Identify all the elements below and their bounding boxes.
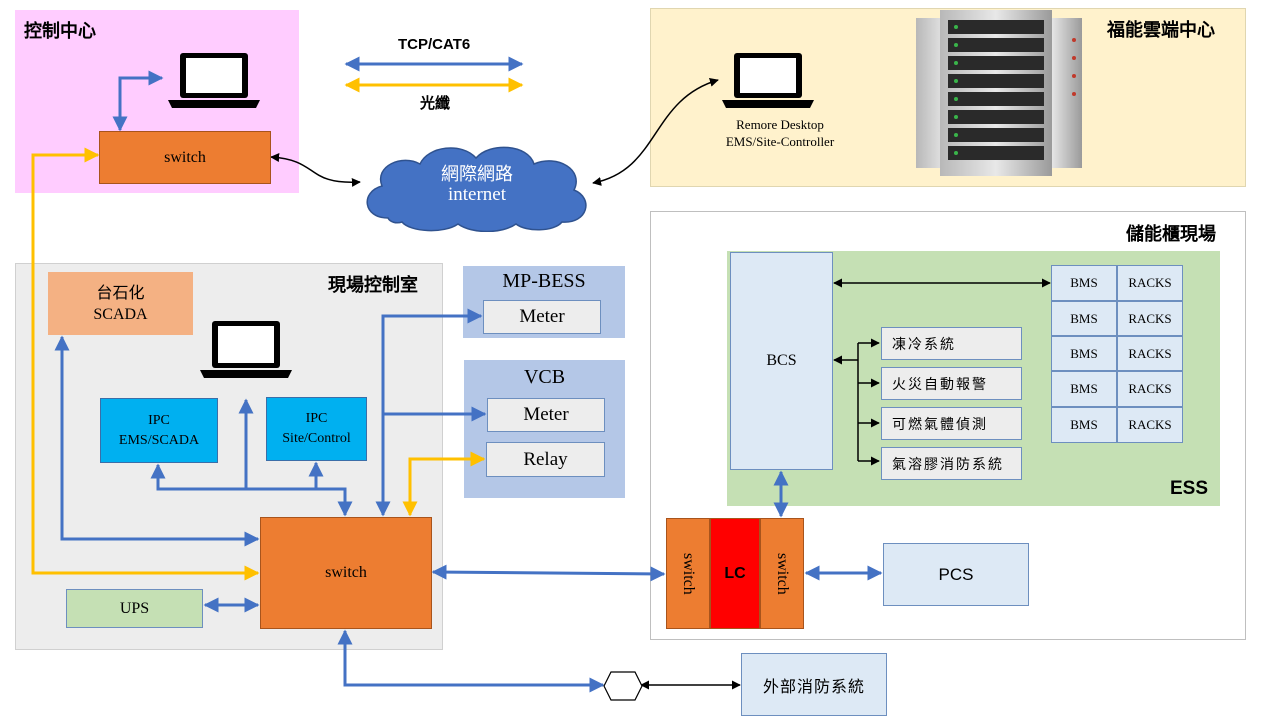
storage-site-title: 儲能櫃現場	[1126, 224, 1216, 245]
site-switch[interactable]: switch	[260, 517, 432, 629]
bms-2[interactable]: BMS	[1051, 301, 1117, 336]
internet-label-line1: 網際網路	[441, 164, 513, 185]
racks-5[interactable]: RACKS	[1117, 407, 1183, 443]
bms-3[interactable]: BMS	[1051, 336, 1117, 371]
pcs-box[interactable]: PCS	[883, 543, 1029, 606]
ipc-ems-scada-box[interactable]: IPC EMS/SCADA	[100, 398, 218, 463]
cloud-laptop-icon	[722, 53, 814, 108]
mp-bess-meter[interactable]: Meter	[483, 300, 601, 334]
ipc-site-control-box[interactable]: IPC Site/Control	[266, 397, 367, 461]
vcb-relay[interactable]: Relay	[486, 442, 605, 477]
mp-bess-title: MP-BESS	[502, 270, 586, 292]
vcb-meter[interactable]: Meter	[487, 398, 605, 432]
lc-box[interactable]: LC	[710, 518, 760, 629]
legend-tcp-label: TCP/CAT6	[398, 36, 471, 53]
cloud-desktop-label-line2: EMS/Site-Controller	[725, 134, 835, 149]
bcs-box[interactable]: BCS	[730, 252, 833, 470]
internet-cloud-icon	[366, 146, 587, 232]
scada-label-line2: SCADA	[93, 305, 148, 323]
external-fire-system-box[interactable]: 外部消防系統	[741, 653, 887, 716]
site-laptop-icon	[200, 321, 292, 378]
control-center-laptop-icon	[168, 53, 260, 108]
subsystem-fire-alarm[interactable]: 火災自動報警	[881, 367, 1022, 400]
ipc-site-label-line2: Site/Control	[282, 431, 351, 446]
junction-hexagon-icon	[603, 671, 643, 701]
storage-switch-left[interactable]: switch	[666, 518, 710, 629]
racks-3[interactable]: RACKS	[1117, 336, 1183, 371]
internet-label-line2: internet	[447, 184, 507, 205]
ipc-ems-label-line2: EMS/SCADA	[118, 432, 200, 448]
bms-5[interactable]: BMS	[1051, 407, 1117, 443]
subsystem-cooling[interactable]: 凍冷系統	[881, 327, 1022, 360]
cloud-desktop-label-line1: Remore Desktop	[736, 117, 824, 132]
server-rack-icon	[916, 10, 1082, 176]
control-center-title: 控制中心	[24, 21, 96, 42]
ipc-ems-label-line1: IPC	[148, 412, 170, 428]
scada-box[interactable]: 台石化 SCADA	[48, 272, 193, 335]
subsystem-aerosol-fire[interactable]: 氣溶膠消防系統	[881, 447, 1022, 480]
racks-1[interactable]: RACKS	[1117, 265, 1183, 301]
scada-label-line1: 台石化	[96, 282, 145, 302]
ess-title: ESS	[1170, 478, 1209, 499]
ups-box[interactable]: UPS	[66, 589, 203, 628]
legend-fiber-label: 光纖	[420, 94, 451, 112]
cloud-center-title: 福能雲端中心	[1107, 20, 1215, 41]
control-center-switch[interactable]: switch	[99, 131, 271, 184]
subsystem-gas-detection[interactable]: 可燃氣體偵測	[881, 407, 1022, 440]
bms-4[interactable]: BMS	[1051, 371, 1117, 407]
vcb-title: VCB	[523, 366, 566, 388]
racks-2[interactable]: RACKS	[1117, 301, 1183, 336]
storage-switch-right-label: switch	[774, 552, 791, 595]
racks-4[interactable]: RACKS	[1117, 371, 1183, 407]
storage-switch-left-label: switch	[680, 552, 697, 595]
bms-1[interactable]: BMS	[1051, 265, 1117, 301]
site-control-room-title: 現場控制室	[328, 275, 418, 296]
ipc-site-label-line1: IPC	[305, 411, 328, 426]
storage-switch-right[interactable]: switch	[760, 518, 804, 629]
